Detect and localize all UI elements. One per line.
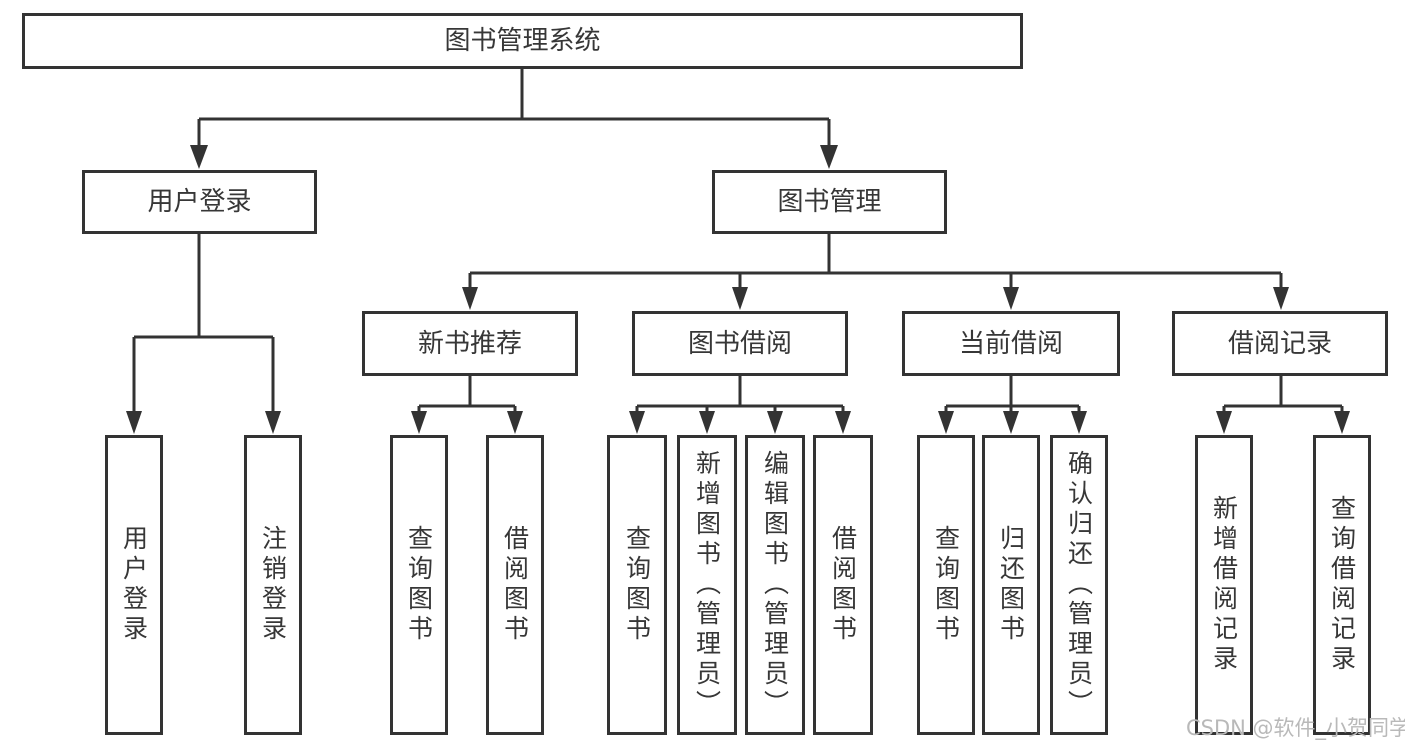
leaf-current-return-book: 归还图书 <box>982 435 1040 735</box>
node-current-borrow: 当前借阅 <box>902 311 1120 376</box>
leaf-current-confirm-return-admin: 确认归还（管理员） <box>1050 435 1108 735</box>
leaf-borrow-query-book: 查询图书 <box>607 435 667 735</box>
leaf-recommend-query-book: 查询图书 <box>390 435 448 735</box>
leaf-borrow-edit-book-admin: 编辑图书（管理员） <box>745 435 805 735</box>
leaf-current-query-book: 查询图书 <box>917 435 975 735</box>
leaf-records-query-record: 查询借阅记录 <box>1313 435 1371 735</box>
csdn-watermark: CSDN @软件_小贺同学 <box>1186 716 1405 740</box>
leaf-user-login: 用户登录 <box>105 435 163 735</box>
node-user-login: 用户登录 <box>82 170 317 234</box>
node-book-management: 图书管理 <box>712 170 947 234</box>
node-book-borrow: 图书借阅 <box>632 311 848 376</box>
node-library-management-system: 图书管理系统 <box>22 13 1023 69</box>
leaf-borrow-borrow-book: 借阅图书 <box>813 435 873 735</box>
node-borrow-records: 借阅记录 <box>1172 311 1388 376</box>
leaf-records-add-record: 新增借阅记录 <box>1195 435 1253 735</box>
leaf-recommend-borrow-book: 借阅图书 <box>486 435 544 735</box>
node-new-book-recommend: 新书推荐 <box>362 311 578 376</box>
leaf-borrow-add-book-admin: 新增图书（管理员） <box>677 435 737 735</box>
arrowhead-icons <box>126 145 1350 434</box>
leaf-logout: 注销登录 <box>244 435 302 735</box>
